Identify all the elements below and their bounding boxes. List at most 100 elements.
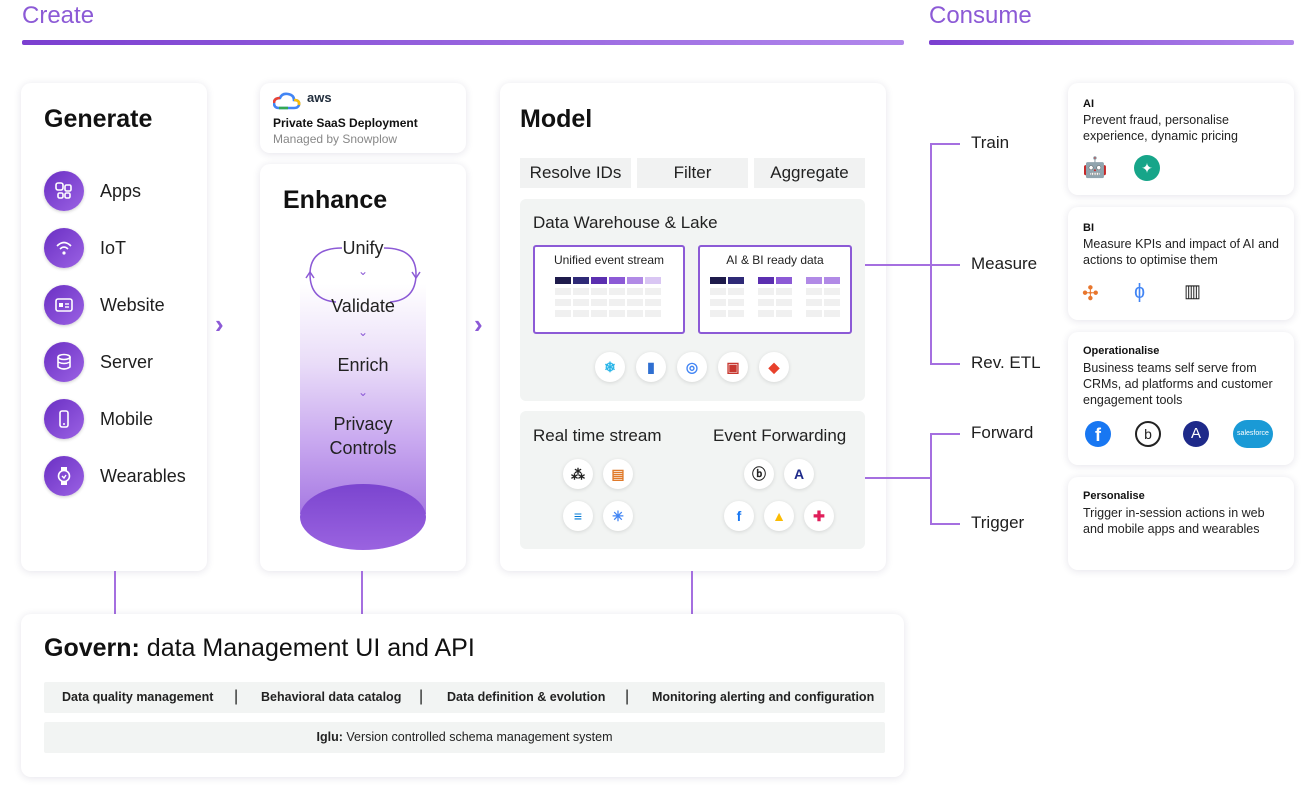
source-label: Server [100,351,154,372]
pill-aggregate: Aggregate [754,158,865,188]
model-title: Model [520,105,593,133]
warehouse-panel: Data Warehouse & Lake Unified event stre… [520,199,865,401]
source-mobile: Mobile [44,399,186,439]
ai-card: AI Prevent fraud, personalise experience… [1068,83,1294,195]
consume-forward: Forward [971,423,1034,442]
iglu-text: Iglu: Version controlled schema manageme… [44,722,885,753]
bigquery-icon: ◎ [677,352,707,382]
govern-item: Behavioral data catalog [261,690,402,704]
connector-line [930,363,960,365]
chevron-right-icon: › [215,309,224,339]
ai-card-title: AI [1083,98,1094,110]
amplitude-icon: A [784,459,814,489]
deployment-title: Private SaaS Deployment [273,116,418,130]
slack-icon: ✚ [804,501,834,531]
watch-icon [44,456,84,496]
personalise-card-text: Trigger in-session actions in web and mo… [1083,506,1265,536]
connector-line [114,571,116,614]
connector-line [930,143,932,364]
source-wearables: Wearables [44,456,186,496]
generate-card: Generate Apps IoT Website Server [21,83,207,571]
bird-icon: ✦ [1134,155,1160,181]
govern-item: Data quality management [62,690,214,704]
operationalise-card-text: Business teams self serve from CRMs, ad … [1083,361,1273,407]
google-ads-icon: ▲ [764,501,794,531]
pill-filter: Filter [637,158,748,188]
consume-header: Consume [929,2,1032,29]
data-grid-icon [710,277,840,317]
source-iot: IoT [44,228,186,268]
snowflake-icon: ❄ [595,352,625,382]
powerbi-icon: ▥ [1184,281,1202,301]
forwarding-title: Event Forwarding [713,426,847,445]
unified-event-title: Unified event stream [553,253,665,267]
looker-icon: ɸ [1134,281,1145,303]
amplitude-icon: A [1183,421,1209,447]
website-icon [44,285,84,325]
chevron-down-icon: ⌄ [358,385,369,399]
govern-title-rest: data Management UI and API [139,634,475,662]
govern-title-bold: Govern: [44,634,140,662]
cylinder-base [300,484,426,550]
step-unify: Unify [342,238,384,258]
cylinder-body [300,284,426,514]
enhance-title: Enhance [283,186,388,214]
pill-resolve-ids: Resolve IDs [520,158,631,188]
wifi-icon [44,228,84,268]
kafka-icon: ⁂ [563,459,593,489]
govern-features: Data quality management | Behavioral dat… [44,682,885,713]
s3-icon: ▣ [718,352,748,382]
unified-event-box: Unified event stream [533,245,685,334]
step-enrich: Enrich [337,355,389,375]
eventhub-icon: ≡ [563,501,593,531]
source-apps: Apps [44,171,186,211]
ai-bi-data-box: AI & BI ready data [698,245,852,334]
step-validate: Validate [331,296,395,316]
connector-line [930,143,960,145]
create-bar [22,40,904,45]
bi-card: BI Measure KPIs and impact of AI and act… [1068,207,1294,320]
personalise-card: Personalise Trigger in-session actions i… [1068,477,1294,570]
stream-panel: Real time stream Event Forwarding ⁂ ▤ ≡ … [520,411,865,549]
consume-measure: Measure [971,254,1038,273]
connector-line [865,264,931,266]
operationalise-card-title: Operationalise [1083,345,1160,357]
iglu-bold: Iglu: [316,730,343,744]
tableau-icon: ✣ [1082,283,1099,305]
govern-card: Govern: data Management UI and API Data … [21,614,904,777]
connector-line [865,477,931,479]
connector-line [930,264,960,266]
source-label: IoT [100,237,127,258]
bi-card-text: Measure KPIs and impact of AI and action… [1083,237,1279,267]
realtime-title: Real time stream [533,426,662,445]
govern-item: Monitoring alerting and configuration [652,690,875,704]
bi-card-title: BI [1083,222,1094,234]
chevron-right-icon: › [474,309,483,339]
ai-card-text: Prevent fraud, personalise experience, d… [1083,113,1238,143]
connector-line [691,571,693,614]
mobile-icon [44,399,84,439]
deployment-card: aws Private SaaS Deployment Managed by S… [260,83,466,153]
consume-rev-etl: Rev. ETL [971,353,1041,372]
pubsub-icon: ✳ [603,501,633,531]
connector-line [361,571,363,614]
chevron-down-icon: ⌄ [358,264,369,278]
personalise-card-title: Personalise [1083,490,1145,502]
consume-bar [929,40,1294,45]
unify-cycle [305,247,421,303]
kinesis-icon: ▤ [603,459,633,489]
source-list: Apps IoT Website Server Mobile [44,171,186,496]
chevron-down-icon: ⌄ [358,325,369,339]
source-server: Server [44,342,186,382]
step-controls: Controls [329,438,397,458]
consume-trigger: Trigger [971,513,1025,532]
step-privacy: Privacy [333,414,393,434]
databricks-icon: ◆ [759,352,789,382]
generate-title: Generate [44,105,153,133]
separator: | [625,688,630,705]
govern-title: Govern: data Management UI and API [44,634,475,663]
apps-icon [44,171,84,211]
source-label: Apps [100,180,142,201]
source-website: Website [44,285,186,325]
connector-line [930,523,960,525]
